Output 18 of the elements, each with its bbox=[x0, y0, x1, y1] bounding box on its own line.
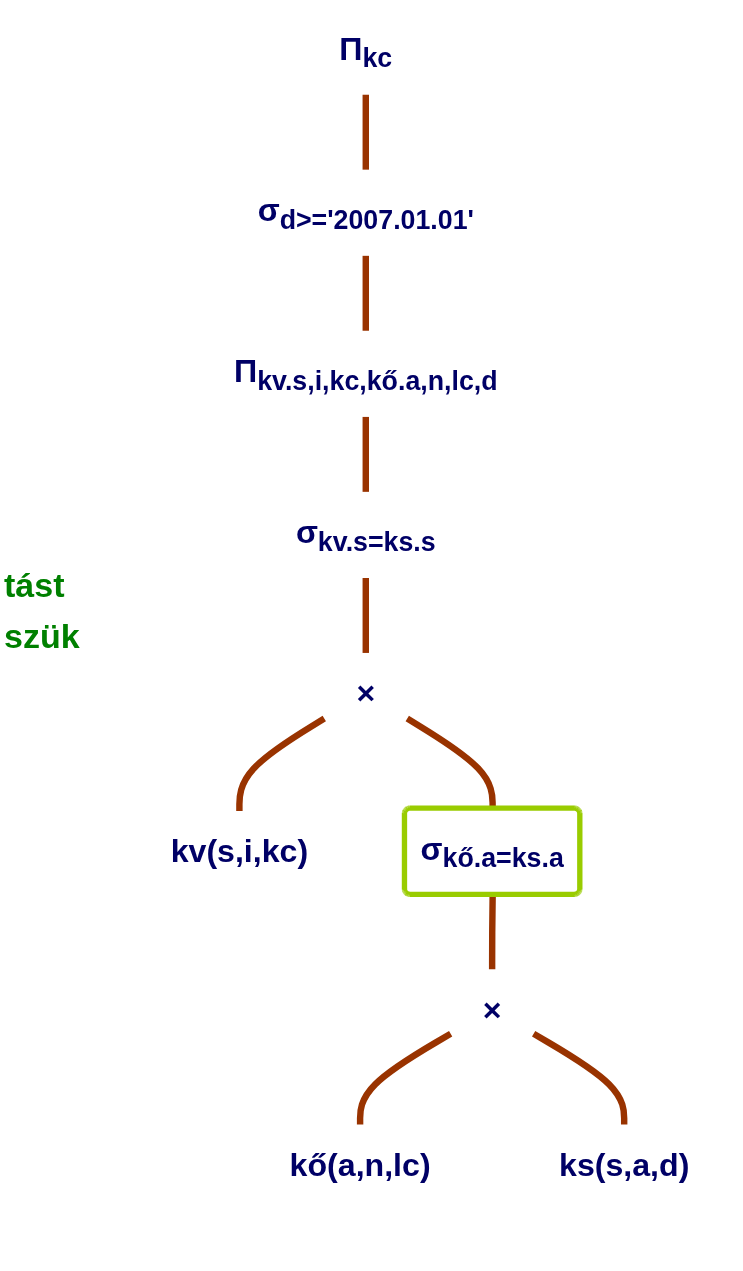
node-text: kő(a,n,lc) bbox=[289, 1146, 431, 1183]
node-text: kv(s,i,kc) bbox=[170, 833, 309, 869]
node-text: ks(s,a,d) bbox=[559, 1146, 690, 1183]
node-text: Π$_{kc}$ bbox=[339, 31, 393, 73]
node-text: × bbox=[356, 675, 376, 711]
connector bbox=[236, 715, 326, 812]
connector bbox=[488, 894, 496, 970]
node-text: σ$_{d>='2007.01.01'}$ bbox=[257, 192, 474, 234]
note-text: tást bbox=[4, 565, 66, 606]
connector bbox=[356, 1031, 453, 1125]
connector bbox=[362, 255, 369, 331]
node-text: σ$_{kő.a=ks.a}$ bbox=[420, 830, 564, 873]
connector bbox=[532, 1031, 628, 1125]
note-text: szük bbox=[4, 616, 80, 657]
connector bbox=[362, 94, 369, 170]
node-text: Π$_{kv.s,i,kc,kő.a,n,lc,d}$ bbox=[233, 353, 498, 395]
node-text: σ$_{kv.s=ks.s}$ bbox=[295, 514, 436, 557]
node-text: × bbox=[482, 991, 502, 1028]
